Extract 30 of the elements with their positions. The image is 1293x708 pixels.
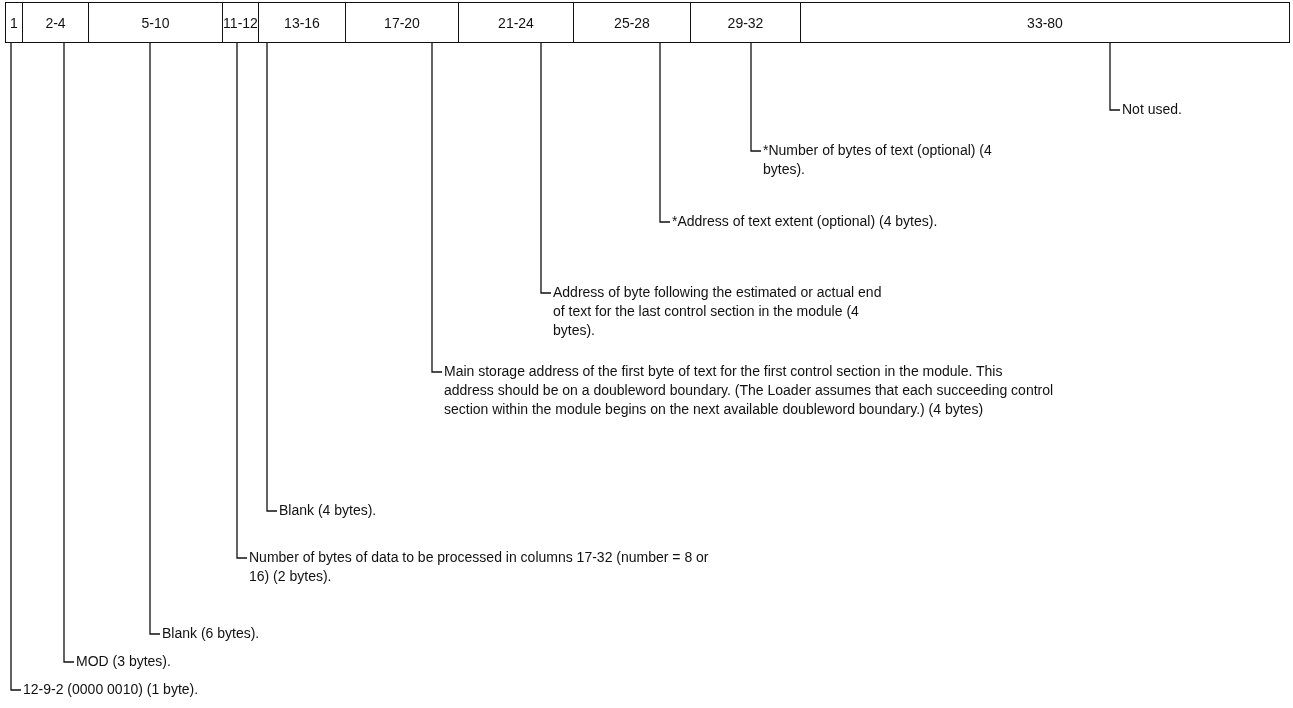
- column-range-box: 11-12: [222, 2, 259, 43]
- column-range-box: 13-16: [258, 2, 346, 43]
- leader-line: [266, 42, 278, 512]
- column-range-box: 5-10: [88, 2, 223, 43]
- field-description: *Number of bytes of text (optional) (4 bytes).: [763, 141, 1023, 179]
- leader-line: [540, 42, 552, 294]
- leader-line: [236, 42, 248, 559]
- column-range-box: 2-4: [22, 2, 89, 43]
- leader-line: [431, 42, 443, 373]
- field-description: Blank (4 bytes).: [279, 501, 479, 520]
- column-range-box: 29-32: [690, 2, 801, 43]
- column-range-box: 21-24: [458, 2, 574, 43]
- field-description: Main storage address of the first byte of text for the first control section in the module. This address should be on a doubleword boundary. (The Loader assumes that each succeeding control section within the module begins on the next available doubleword boundary.) (4 bytes): [444, 362, 1054, 419]
- leader-line: [1109, 42, 1121, 111]
- column-range-box: 17-20: [345, 2, 459, 43]
- leader-line: [10, 42, 22, 691]
- field-description: Blank (6 bytes).: [162, 624, 362, 643]
- field-description: 12-9-2 (0000 0010) (1 byte).: [23, 680, 323, 699]
- leader-line: [659, 42, 671, 223]
- column-range-box: 33-80: [800, 2, 1290, 43]
- field-description: Address of byte following the estimated or actual end of text for the last control section in the module (4 bytes).: [553, 283, 883, 340]
- leader-line: [750, 42, 762, 152]
- column-range-box: 1: [5, 2, 23, 43]
- column-range-box: 25-28: [573, 2, 691, 43]
- field-description: MOD (3 bytes).: [76, 652, 276, 671]
- field-description: Number of bytes of data to be processed in columns 17-32 (number = 8 or 16) (2 bytes).: [249, 548, 719, 586]
- leader-line: [63, 42, 75, 663]
- field-description: Not used.: [1122, 100, 1262, 119]
- leader-line: [149, 42, 161, 635]
- field-description: *Address of text extent (optional) (4 bytes).: [672, 212, 992, 231]
